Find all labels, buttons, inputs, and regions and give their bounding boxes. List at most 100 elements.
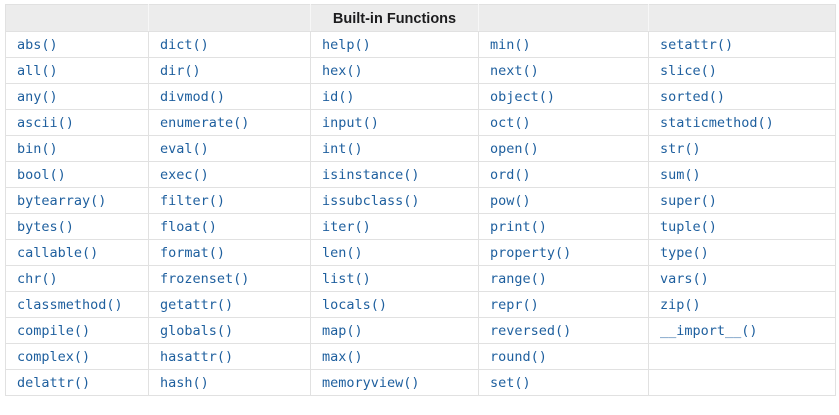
table-cell: oct()	[478, 109, 649, 136]
function-link[interactable]: sorted()	[660, 89, 726, 105]
table-cell: len()	[310, 239, 479, 266]
function-link[interactable]: memoryview()	[322, 375, 420, 391]
function-link[interactable]: delattr()	[17, 375, 91, 391]
function-link[interactable]: bin()	[17, 141, 58, 157]
table-row: any() divmod() id() object() sorted()	[5, 83, 836, 110]
function-link[interactable]: eval()	[160, 141, 209, 157]
function-link[interactable]: hasattr()	[160, 349, 234, 365]
function-link[interactable]: set()	[490, 375, 531, 391]
function-link[interactable]: slice()	[660, 63, 717, 79]
function-link[interactable]: int()	[322, 141, 363, 157]
function-link[interactable]: vars()	[660, 271, 709, 287]
function-link[interactable]: bytes()	[17, 219, 74, 235]
table-cell: chr()	[5, 265, 149, 292]
table-cell: isinstance()	[310, 161, 479, 188]
function-link[interactable]: getattr()	[160, 297, 234, 313]
table-cell: delattr()	[5, 369, 149, 396]
function-link[interactable]: id()	[322, 89, 355, 105]
table-cell: print()	[478, 213, 649, 240]
function-link[interactable]: max()	[322, 349, 363, 365]
function-link[interactable]: list()	[322, 271, 371, 287]
table-cell: min()	[478, 31, 649, 58]
function-link[interactable]: issubclass()	[322, 193, 420, 209]
function-link[interactable]: hex()	[322, 63, 363, 79]
function-link[interactable]: locals()	[322, 297, 388, 313]
function-link[interactable]: len()	[322, 245, 363, 261]
function-link[interactable]: range()	[490, 271, 547, 287]
function-link[interactable]: staticmethod()	[660, 115, 774, 131]
table-cell: next()	[478, 57, 649, 84]
table-header-cell	[148, 4, 311, 32]
function-link[interactable]: isinstance()	[322, 167, 420, 183]
function-link[interactable]: abs()	[17, 37, 58, 53]
table-cell: range()	[478, 265, 649, 292]
table-cell: super()	[648, 187, 836, 214]
table-cell: bin()	[5, 135, 149, 162]
function-link[interactable]: round()	[490, 349, 547, 365]
table-body: abs() dict() help() min() setattr() all() dir(…	[5, 31, 836, 396]
table-cell: setattr()	[648, 31, 836, 58]
table-cell: bool()	[5, 161, 149, 188]
function-link[interactable]: enumerate()	[160, 115, 250, 131]
function-link[interactable]: tuple()	[660, 219, 717, 235]
function-link[interactable]: map()	[322, 323, 363, 339]
function-link[interactable]: pow()	[490, 193, 531, 209]
table-header-cell	[5, 4, 149, 32]
table-cell: callable()	[5, 239, 149, 266]
function-link[interactable]: type()	[660, 245, 709, 261]
function-link[interactable]: chr()	[17, 271, 58, 287]
table-cell: sum()	[648, 161, 836, 188]
function-link[interactable]: frozenset()	[160, 271, 250, 287]
table-cell: tuple()	[648, 213, 836, 240]
table-cell: eval()	[148, 135, 311, 162]
function-link[interactable]: any()	[17, 89, 58, 105]
function-link[interactable]: all()	[17, 63, 58, 79]
function-link[interactable]: callable()	[17, 245, 99, 261]
table-header-cell	[478, 4, 649, 32]
function-link[interactable]: reversed()	[490, 323, 572, 339]
function-link[interactable]: hash()	[160, 375, 209, 391]
table-cell: float()	[148, 213, 311, 240]
table-cell: type()	[648, 239, 836, 266]
function-link[interactable]: dir()	[160, 63, 201, 79]
function-link[interactable]: iter()	[322, 219, 371, 235]
function-link[interactable]: bytearray()	[17, 193, 107, 209]
function-link[interactable]: print()	[490, 219, 547, 235]
function-link[interactable]: float()	[160, 219, 217, 235]
function-link[interactable]: oct()	[490, 115, 531, 131]
function-link[interactable]: help()	[322, 37, 371, 53]
function-link[interactable]: classmethod()	[17, 297, 123, 313]
function-link[interactable]: ascii()	[17, 115, 74, 131]
function-link[interactable]: dict()	[160, 37, 209, 53]
function-link[interactable]: input()	[322, 115, 379, 131]
function-link[interactable]: divmod()	[160, 89, 226, 105]
function-link[interactable]: __import__()	[660, 323, 758, 339]
function-link[interactable]: next()	[490, 63, 539, 79]
function-link[interactable]: sum()	[660, 167, 701, 183]
function-link[interactable]: object()	[490, 89, 556, 105]
function-link[interactable]: min()	[490, 37, 531, 53]
table-header-row: Built-in Functions	[5, 4, 836, 32]
function-link[interactable]: format()	[160, 245, 226, 261]
function-link[interactable]: exec()	[160, 167, 209, 183]
function-link[interactable]: repr()	[490, 297, 539, 313]
function-link[interactable]: open()	[490, 141, 539, 157]
function-link[interactable]: filter()	[160, 193, 226, 209]
table-title: Built-in Functions	[310, 4, 479, 32]
function-link[interactable]: zip()	[660, 297, 701, 313]
function-link[interactable]: str()	[660, 141, 701, 157]
function-link[interactable]: compile()	[17, 323, 91, 339]
table-row: bin() eval() int() open() str()	[5, 135, 836, 162]
table-cell: all()	[5, 57, 149, 84]
function-link[interactable]: ord()	[490, 167, 531, 183]
table-cell: bytes()	[5, 213, 149, 240]
table-cell: str()	[648, 135, 836, 162]
function-link[interactable]: complex()	[17, 349, 91, 365]
table-cell: issubclass()	[310, 187, 479, 214]
function-link[interactable]: bool()	[17, 167, 66, 183]
function-link[interactable]: globals()	[160, 323, 234, 339]
function-link[interactable]: setattr()	[660, 37, 734, 53]
function-link[interactable]: super()	[660, 193, 717, 209]
function-link[interactable]: property()	[490, 245, 572, 261]
table-cell: set()	[478, 369, 649, 396]
